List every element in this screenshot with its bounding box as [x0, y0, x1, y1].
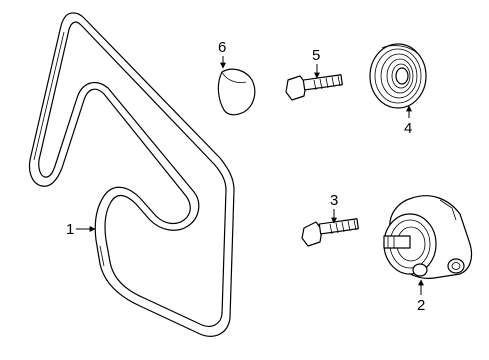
callout-label-tensioner-bolt: 3	[330, 192, 338, 209]
callout-2: 2	[417, 279, 425, 314]
idler-pulley	[369, 43, 427, 109]
callout-label-dust-cap: 6	[218, 39, 226, 56]
tensioner-bolt	[301, 218, 359, 247]
serpentine-belt	[28, 12, 235, 337]
callout-label-idler-pulley: 4	[404, 120, 412, 137]
dust-cap	[217, 68, 256, 116]
callout-label-belt: 1	[66, 221, 74, 238]
callout-1: 1	[66, 221, 96, 238]
callout-4: 4	[404, 105, 412, 137]
callout-5: 5	[312, 47, 320, 79]
callout-label-tensioner: 2	[417, 297, 425, 314]
callout-3: 3	[330, 192, 338, 224]
callout-6: 6	[218, 39, 226, 69]
belt-tensioner	[383, 195, 473, 279]
idler-bolt	[285, 74, 343, 101]
callout-label-idler-bolt: 5	[312, 47, 320, 64]
